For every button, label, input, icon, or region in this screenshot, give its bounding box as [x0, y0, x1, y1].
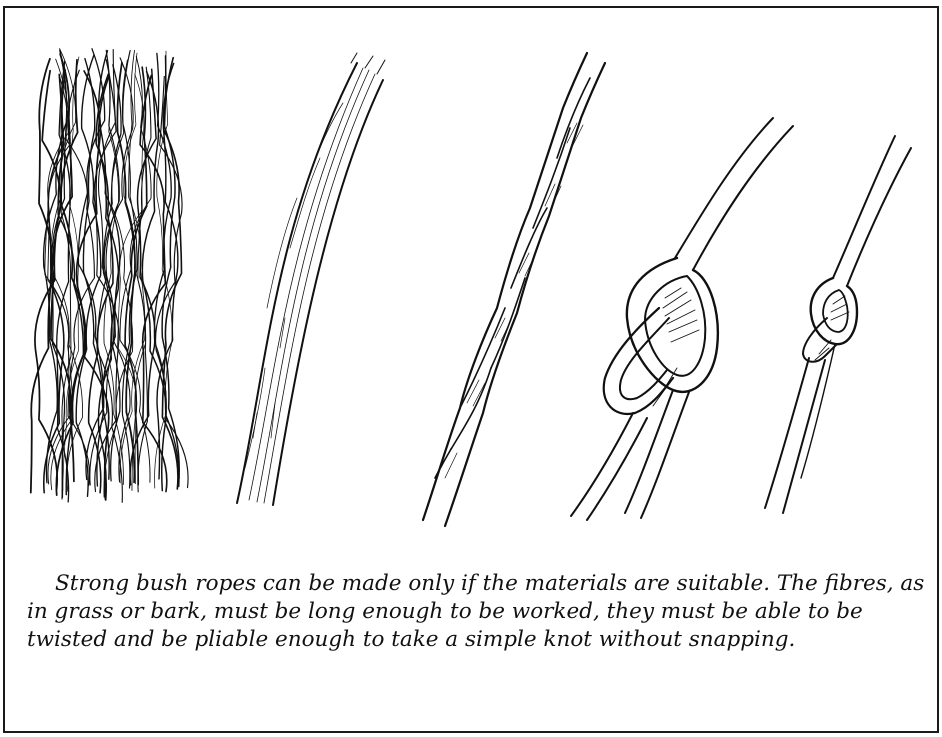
loose-fibres-drawing [31, 49, 188, 503]
figure-caption: Strong bush ropes can be made only if th… [27, 570, 927, 654]
fibre-strand [31, 59, 52, 493]
rope-illustration [5, 8, 941, 548]
twisted-rope-drawing [423, 53, 605, 526]
large-knot-drawing [571, 118, 793, 520]
small-knot-drawing [765, 136, 911, 513]
single-strand-drawing [237, 53, 385, 505]
figure-frame: Strong bush ropes can be made only if th… [3, 6, 939, 733]
